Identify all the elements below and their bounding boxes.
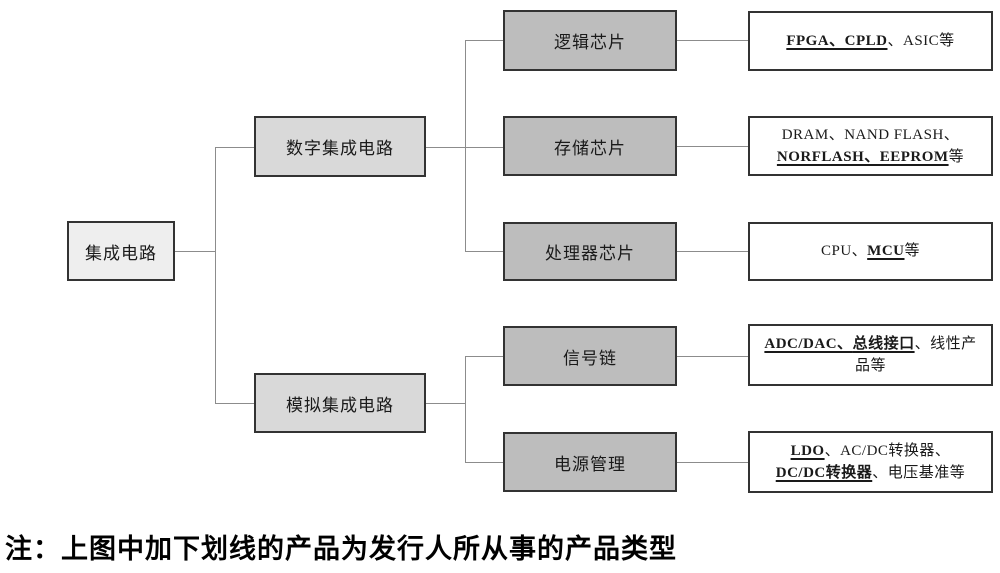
node-power-management: 电源管理 <box>503 432 677 492</box>
leaf-text-segment: 总线接口 <box>852 335 915 352</box>
node-signal-chain: 信号链 <box>503 326 677 386</box>
connector-line <box>677 462 748 463</box>
connector-line <box>426 147 503 148</box>
connector-line <box>215 147 216 404</box>
connector-line <box>677 356 748 357</box>
leaf-text-segment: 、AC/DC转换器、 <box>824 442 951 459</box>
node-analog-ic: 模拟集成电路 <box>254 373 426 433</box>
connector-line <box>465 462 503 463</box>
leaf-power-products: LDO、AC/DC转换器、 DC/DC转换器、电压基准等 <box>748 431 993 493</box>
node-integrated-circuit: 集成电路 <box>67 221 175 281</box>
leaf-memory-products: DRAM、NAND FLASH、 NORFLASH、EEPROM等 <box>748 116 993 176</box>
leaf-text-segment: ADC/DAC、 <box>764 335 853 352</box>
leaf-processor-products: CPU、MCU等 <box>748 222 993 281</box>
leaf-text-segment: 等 <box>948 149 965 165</box>
connector-line <box>465 40 503 41</box>
node-logic-chip: 逻辑芯片 <box>503 10 677 71</box>
leaf-text-segment: FPGA、CPLD <box>786 32 888 49</box>
leaf-text-segment: 、线性产品等 <box>854 335 977 375</box>
connector-line <box>677 251 748 252</box>
node-memory-chip: 存储芯片 <box>503 116 677 176</box>
connector-line <box>465 356 466 463</box>
leaf-text-segment: 、电压基准等 <box>872 465 966 481</box>
node-digital-ic: 数字集成电路 <box>254 116 426 177</box>
connector-line <box>175 251 215 252</box>
leaf-text-segment: MCU <box>867 243 905 260</box>
leaf-text-segment: DC/DC转换器 <box>775 465 873 481</box>
connector-line <box>465 40 466 252</box>
footnote: 注：上图中加下划线的产品为发行人所从事的产品类型 <box>5 534 677 564</box>
leaf-text-segment: 、ASIC等 <box>887 32 955 49</box>
node-processor-chip: 处理器芯片 <box>503 222 677 281</box>
leaf-text-segment: LDO <box>790 442 825 459</box>
leaf-text-segment: CPU、 <box>820 243 868 260</box>
connector-line <box>677 146 748 147</box>
connector-line <box>215 147 254 148</box>
connector-line <box>215 403 254 404</box>
leaf-logic-products: FPGA、CPLD、ASIC等 <box>748 11 993 71</box>
connector-line <box>677 40 748 41</box>
leaf-text-segment: NORFLASH、EEPROM <box>776 149 949 165</box>
connector-line <box>426 403 465 404</box>
leaf-text-segment: 等 <box>904 243 921 260</box>
leaf-text-segment: DRAM、NAND FLASH、 <box>781 126 960 143</box>
leaf-signal-chain-products: ADC/DAC、总线接口、线性产品等 <box>748 324 993 386</box>
connector-line <box>465 251 503 252</box>
connector-line <box>465 356 503 357</box>
